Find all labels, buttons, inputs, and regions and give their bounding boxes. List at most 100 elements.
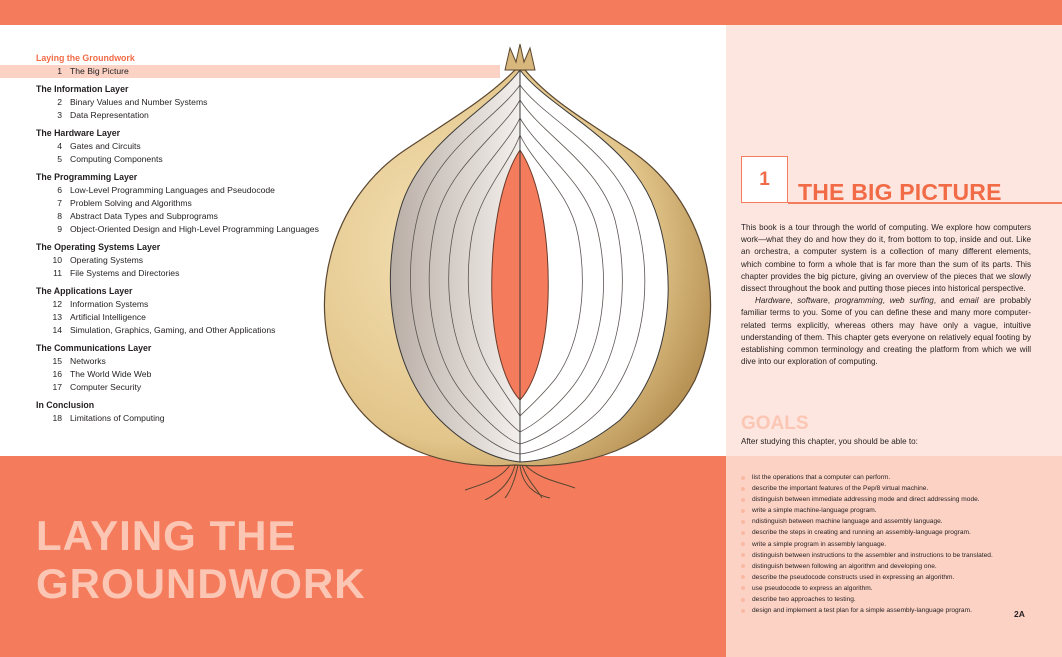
toc-chapter-entry[interactable]: 18 Limitations of Computing — [36, 412, 366, 425]
toc-chapter-entry[interactable]: 4 Gates and Circuits — [36, 140, 366, 153]
term: web surfing — [889, 296, 934, 306]
goal-item: write a simple program in assembly langu… — [741, 539, 1041, 550]
toc-part-heading: The Communications Layer — [36, 343, 152, 353]
toc-chapter-title: Simulation, Graphics, Gaming, and Other … — [70, 325, 276, 335]
toc-chapter-title: Binary Values and Number Systems — [70, 97, 208, 107]
goal-text: describe the pseudocode constructs used … — [752, 573, 955, 581]
part-title: LAYING THE GROUNDWORK — [36, 512, 366, 608]
goal-item: distinguish between following an algorit… — [741, 561, 1041, 572]
toc-chapter-title: Limitations of Computing — [70, 413, 165, 423]
bullet-icon — [741, 486, 745, 491]
goal-item: list the operations that a computer can … — [741, 472, 1041, 483]
toc-chapter-entry[interactable]: 17 Computer Security — [36, 381, 366, 394]
toc-chapter-title: Gates and Circuits — [70, 141, 141, 151]
toc-chapter-title: The World Wide Web — [70, 369, 152, 379]
goal-text: describe the important features of the P… — [752, 485, 929, 493]
toc-chapter-title: Computer Security — [70, 382, 142, 392]
toc-chapter-entry[interactable]: 16 The World Wide Web — [36, 368, 366, 381]
term: Hardware — [755, 296, 791, 306]
page-number: 2A — [1014, 609, 1025, 619]
bullet-icon — [741, 575, 745, 580]
goal-item: describe the important features of the P… — [741, 483, 1041, 494]
goal-text: use pseudocode to express an algorithm. — [752, 584, 873, 592]
goal-text: write a simple machine-language program. — [752, 507, 877, 515]
bullet-icon — [741, 597, 745, 602]
toc-chapter-title: Abstract Data Types and Subprograms — [70, 211, 218, 221]
toc-chapter-entry[interactable]: 15 Networks — [36, 355, 366, 368]
toc-chapter-number: 7 — [57, 198, 62, 208]
toc-chapter-number: 10 — [52, 255, 62, 265]
toc-chapter-title: Operating Systems — [70, 255, 144, 265]
goals-intro: After studying this chapter, you should … — [741, 437, 918, 446]
toc-chapter-number: 13 — [52, 312, 62, 322]
toc-chapter-entry[interactable]: 3 Data Representation — [36, 109, 366, 122]
toc-chapter-entry[interactable]: 1 The Big Picture — [0, 65, 500, 78]
toc-chapter-number: 3 — [57, 110, 62, 120]
toc-chapter-number: 17 — [52, 382, 62, 392]
toc-chapter-title: Networks — [70, 356, 106, 366]
bullet-icon — [741, 586, 745, 591]
goal-item: describe the pseudocode constructs used … — [741, 572, 1041, 583]
toc-chapter-title: Data Representation — [70, 110, 149, 120]
toc-chapter-number: 8 — [57, 211, 62, 221]
toc-chapter-title: The Big Picture — [70, 66, 129, 76]
toc-chapter-number: 9 — [57, 224, 62, 234]
goal-item: write a simple machine-language program. — [741, 505, 1041, 516]
goal-text: write a simple program in assembly langu… — [752, 540, 887, 548]
onion-top-shape — [504, 43, 536, 71]
toc-chapter-number: 15 — [52, 356, 62, 366]
goals-list: list the operations that a computer can … — [741, 472, 1041, 616]
toc-chapter-entry[interactable]: 14 Simulation, Graphics, Gaming, and Othe… — [36, 324, 366, 337]
goal-item: use pseudocode to express an algorithm. — [741, 583, 1041, 594]
goals-panel — [726, 456, 1062, 657]
toc-chapter-title: Information Systems — [70, 299, 149, 309]
toc-chapter-number: 2 — [57, 97, 62, 107]
goal-item: distinguish between immediate addressing… — [741, 494, 1041, 505]
toc-chapter-entry[interactable]: 10 Operating Systems — [36, 254, 366, 267]
goals-heading: GOALS — [741, 413, 809, 434]
goal-text: distinguish between instructions to the … — [752, 551, 993, 559]
top-color-band — [0, 0, 1062, 25]
toc-chapter-title: Problem Solving and Algorithms — [70, 198, 192, 208]
goal-text: design and implement a test plan for a s… — [752, 607, 972, 615]
bullet-icon — [741, 542, 745, 547]
toc-chapter-number: 5 — [57, 154, 62, 164]
bullet-icon — [741, 553, 745, 558]
term: programming — [834, 296, 883, 306]
goal-text: list the operations that a computer can … — [752, 474, 891, 481]
bullet-icon — [741, 608, 745, 613]
chapter-number-box: 1 — [741, 156, 788, 203]
toc-chapter-entry[interactable]: 2 Binary Values and Number Systems — [36, 96, 366, 109]
toc-chapter-number: 1 — [57, 66, 62, 76]
toc-chapter-number: 18 — [52, 413, 62, 423]
toc-part-heading: The Programming Layer — [36, 172, 138, 182]
toc-chapter-entry[interactable]: 7 Problem Solving and Algorithms — [36, 197, 366, 210]
toc-chapter-number: 16 — [52, 369, 62, 379]
toc-chapter-entry[interactable]: 8 Abstract Data Types and Subprograms — [36, 210, 366, 223]
toc-chapter-title: Low-Level Programming Languages and Pseu… — [70, 185, 275, 195]
toc-part-heading: The Hardware Layer — [36, 128, 121, 138]
bullet-icon — [741, 475, 745, 480]
toc-chapter-number: 14 — [52, 325, 62, 335]
part-title-line: LAYING THE — [36, 512, 297, 559]
toc-chapter-number: 4 — [57, 141, 62, 151]
intro-paragraph: Hardware, software, programming, web sur… — [741, 296, 1031, 367]
goal-item: describe the steps in creating and runni… — [741, 527, 1041, 538]
goal-text: ndistinguish between machine language an… — [752, 518, 943, 526]
toc-part-heading: The Applications Layer — [36, 286, 133, 296]
bullet-icon — [741, 519, 745, 524]
goal-item: design and implement a test plan for a s… — [741, 605, 1041, 616]
chapter-intro-text: This book is a tour through the world of… — [741, 222, 1031, 368]
goal-text: describe two approaches to testing. — [752, 596, 856, 604]
onion-roots-shape — [464, 464, 576, 500]
goal-item: distinguish between instructions to the … — [741, 550, 1041, 561]
goal-text: describe the steps in creating and runni… — [752, 529, 971, 537]
goal-text: distinguish between immediate addressing… — [752, 496, 980, 504]
